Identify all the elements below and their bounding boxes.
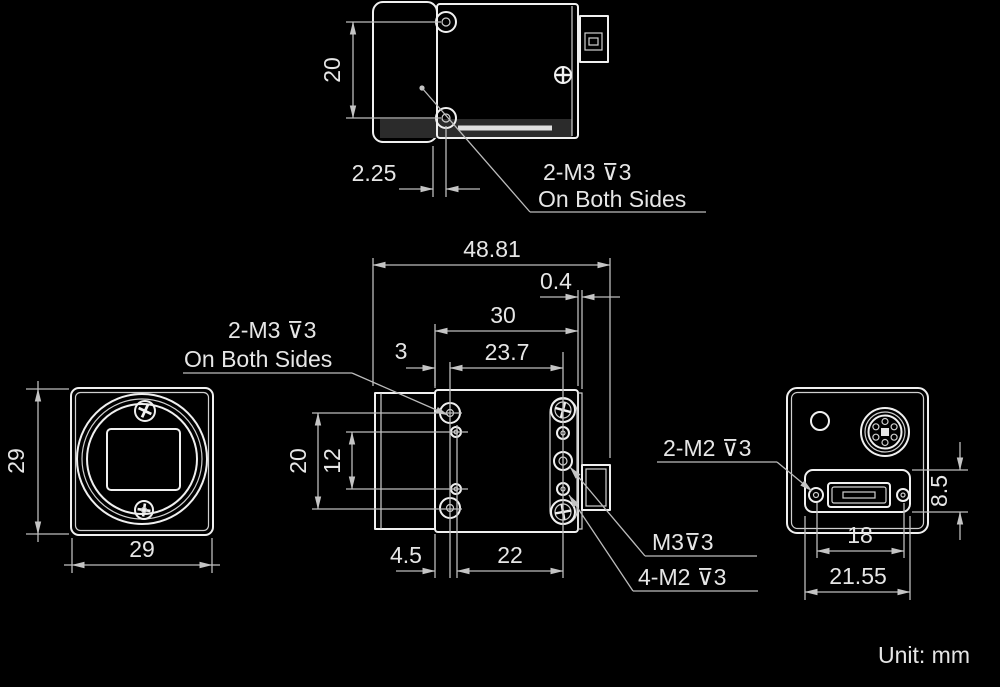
side-view-m3-callout: 2-M3 ⊽3 On Both Sides bbox=[183, 317, 449, 416]
dim-label: 0.4 bbox=[540, 268, 572, 294]
dim-label: 18 bbox=[847, 522, 873, 548]
side-view: 48.81 0.4 30 3 23.7 20 bbox=[183, 236, 758, 592]
side-view-rear-plate bbox=[577, 392, 583, 530]
back-view-power-connector bbox=[860, 407, 910, 457]
side-view-dim-hole-positions: 3 23.7 bbox=[395, 338, 564, 386]
dim-label: 29 bbox=[129, 536, 155, 562]
dim-label: 20 bbox=[319, 57, 345, 83]
back-view-dim-screw-pitch: 18 bbox=[816, 503, 905, 558]
back-view-usb-port bbox=[827, 482, 891, 508]
back-view-dim-recess-width: 21.55 bbox=[804, 516, 911, 600]
top-view-case-screw bbox=[554, 66, 572, 84]
back-view: 8.5 18 21.55 2-M2 ⊽3 bbox=[657, 387, 968, 600]
front-view-sensor-aperture bbox=[106, 428, 181, 491]
dim-label: 12 bbox=[319, 448, 345, 474]
dim-label: 22 bbox=[497, 542, 523, 568]
dim-label: 21.55 bbox=[829, 563, 887, 589]
dim-label: 23.7 bbox=[485, 339, 530, 365]
side-view-dim-rear-step: 0.4 bbox=[540, 268, 620, 389]
dim-label: 2.25 bbox=[352, 160, 397, 186]
dim-label: 29 bbox=[3, 448, 29, 474]
front-view-lens-mount bbox=[76, 393, 208, 525]
callout-text: 2-M3 ⊽3 bbox=[543, 159, 631, 185]
front-view-dim-height: 29 bbox=[3, 381, 69, 542]
dim-label: 20 bbox=[285, 448, 311, 474]
top-view-dim-hole-pitch: 20 bbox=[319, 21, 441, 119]
callout-text: 4-M2 ⊽3 bbox=[638, 564, 726, 590]
dim-label: 8.5 bbox=[926, 475, 952, 507]
top-view-usb-connector bbox=[579, 15, 609, 63]
callout-text: On Both Sides bbox=[538, 186, 686, 212]
dim-label: 3 bbox=[395, 338, 408, 364]
front-view: 29 29 bbox=[3, 381, 220, 573]
side-view-m3-rear-callout: M3⊽3 bbox=[569, 466, 757, 557]
back-view-m2-callout: 2-M2 ⊽3 bbox=[657, 435, 813, 492]
top-view-m3-holes bbox=[435, 11, 457, 129]
front-view-dim-width: 29 bbox=[64, 536, 220, 573]
callout-text: 2-M2 ⊽3 bbox=[663, 435, 751, 461]
top-view-body bbox=[436, 3, 579, 139]
front-view-body bbox=[70, 387, 214, 536]
callout-text: On Both Sides bbox=[184, 346, 332, 372]
dim-label: 48.81 bbox=[463, 236, 521, 262]
side-view-usb-connector bbox=[581, 464, 611, 511]
front-view-bottom-screw bbox=[134, 500, 154, 520]
back-view-usb-screw-left bbox=[808, 487, 824, 503]
top-view-m3-callout: 2-M3 ⊽3 On Both Sides bbox=[419, 85, 706, 213]
side-view-dim-bottom: 4.5 22 bbox=[390, 534, 564, 578]
unit-note: Unit: mm bbox=[878, 642, 970, 668]
front-view-top-screw bbox=[134, 400, 156, 422]
back-view-led-hole bbox=[810, 411, 830, 431]
side-view-dim-m2-pitch: 12 bbox=[319, 431, 468, 490]
top-view-dim-hole-offset: 2.25 bbox=[352, 126, 480, 197]
back-view-body bbox=[786, 387, 929, 534]
dim-label: 4.5 bbox=[390, 542, 422, 568]
back-view-usb-recess bbox=[804, 469, 911, 513]
callout-text: 2-M3 ⊽3 bbox=[228, 317, 316, 343]
dim-label: 30 bbox=[490, 302, 516, 328]
back-view-dim-recess-height: 8.5 bbox=[912, 442, 968, 540]
side-view-m2-holes bbox=[450, 426, 462, 495]
top-view: 20 2.25 2-M3 ⊽3 On Both Sides bbox=[319, 1, 706, 213]
side-view-dim-total-length: 48.81 bbox=[372, 236, 611, 458]
callout-text: M3⊽3 bbox=[652, 529, 714, 555]
back-view-usb-screw-right bbox=[896, 488, 910, 502]
side-view-m2-rear-callout: 4-M2 ⊽3 bbox=[568, 494, 758, 592]
